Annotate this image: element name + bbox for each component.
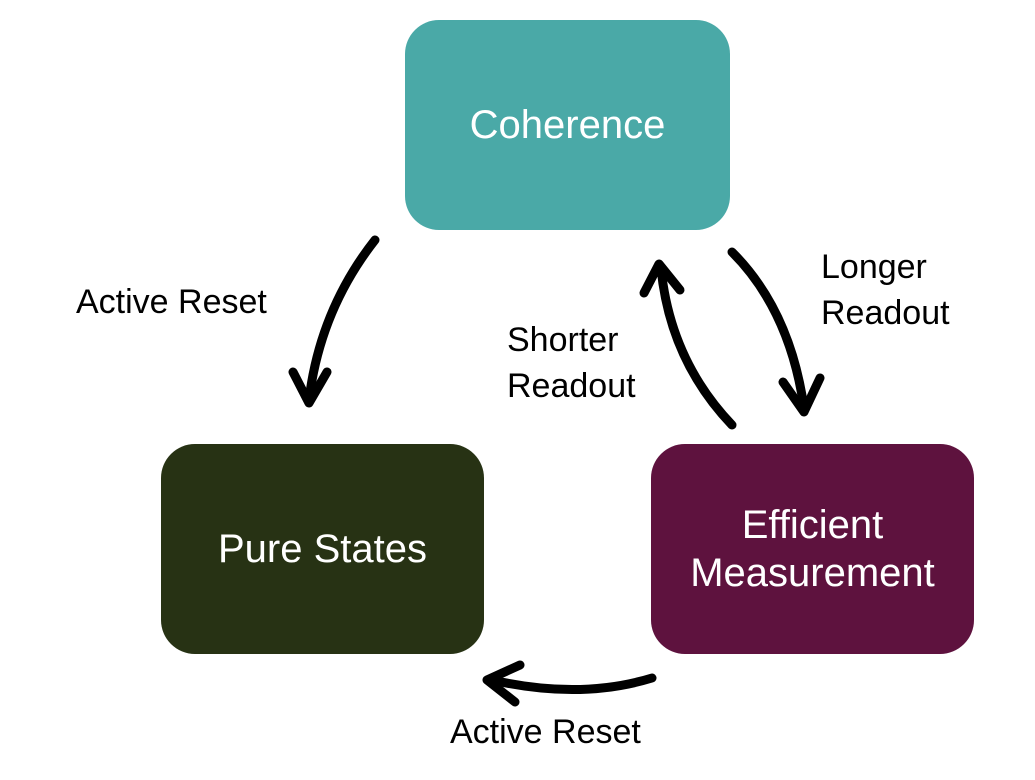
arrow-coherence-to-pure-states <box>288 235 380 408</box>
edge-label-active-reset-top: Active Reset <box>76 283 267 321</box>
edge-label-longer-readout: Longer Readout <box>821 248 950 332</box>
arrow-coherence-to-efficient-measurement <box>727 247 825 417</box>
edge-label-active-reset-bottom: Active Reset <box>450 713 641 751</box>
efficient-measurement-node: Efficient Measurement <box>651 444 974 654</box>
arrow-efficient-measurement-to-coherence <box>639 259 737 430</box>
coherence-label: Coherence <box>469 103 666 147</box>
pure-states-node: Pure States <box>161 444 484 654</box>
coherence-node: Coherence <box>405 20 730 230</box>
arrow-efficient-measurement-to-pure-states <box>482 660 657 707</box>
pure-states-label: Pure States <box>217 527 427 571</box>
edge-label-shorter-readout: Shorter Readout <box>507 321 636 405</box>
efficient-measurement-label: Efficient Measurement <box>690 503 935 595</box>
